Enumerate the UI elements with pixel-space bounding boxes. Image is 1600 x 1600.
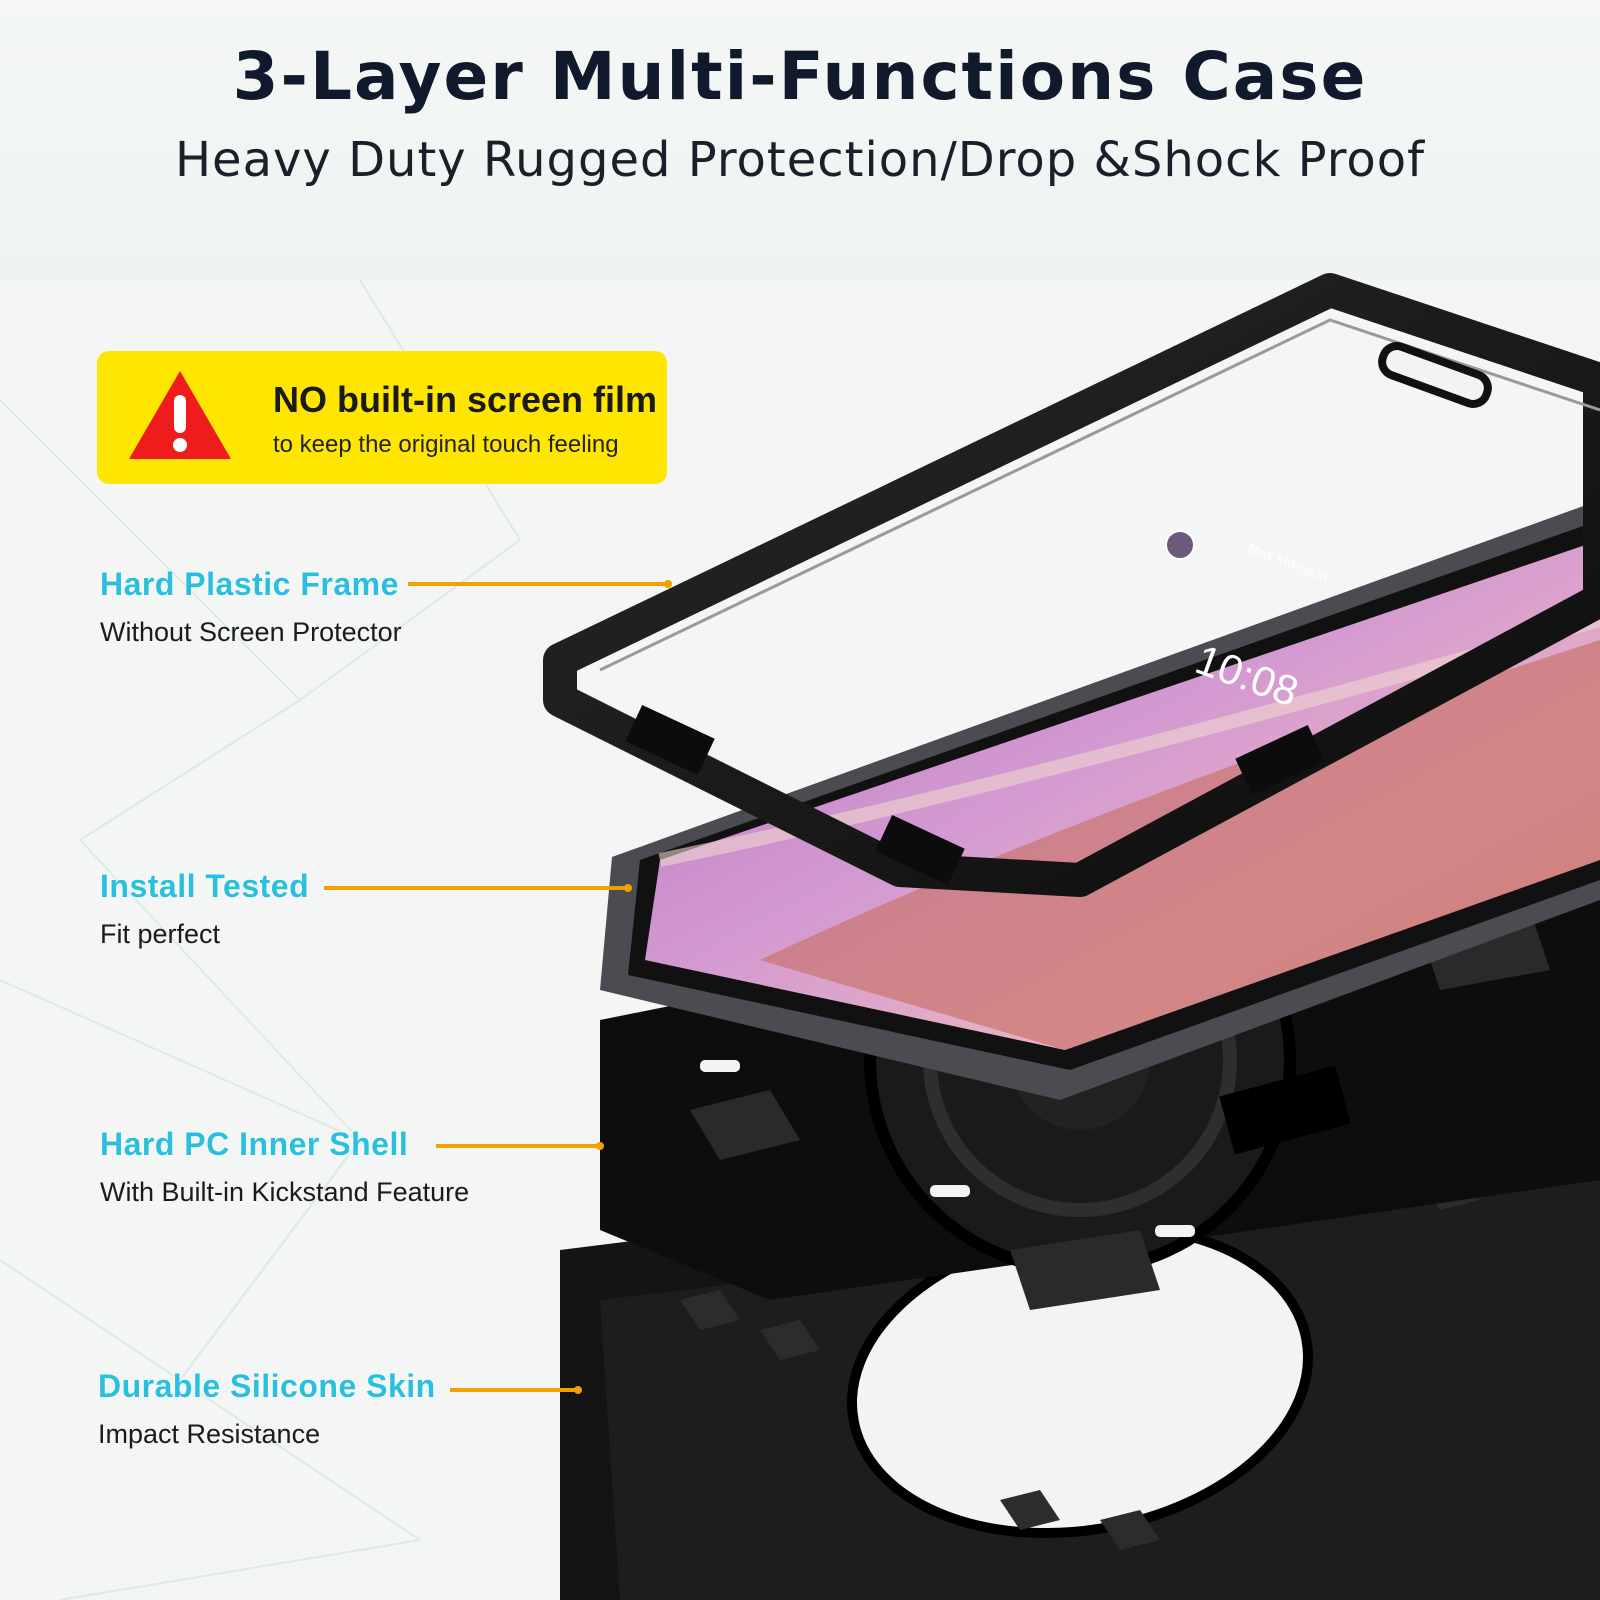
callout-silicone-skin: Durable Silicone Skin Impact Resistance [98, 1368, 436, 1450]
tablet-device: 10:08 Max Morrison [600, 500, 1600, 1100]
tablet-user-name: Max Morrison [1246, 540, 1331, 584]
callout-title: Durable Silicone Skin [98, 1368, 436, 1404]
hard-plastic-frame-layer [543, 273, 1600, 897]
callout-pc-inner-shell: Hard PC Inner Shell With Built-in Kickst… [100, 1126, 469, 1208]
warning-title: NO built-in screen film [273, 379, 658, 420]
warning-triangle-icon [129, 371, 231, 459]
callout-title: Hard PC Inner Shell [100, 1126, 409, 1162]
warning-subtitle: to keep the original touch feeling [273, 431, 619, 458]
leader-line-frame [408, 580, 672, 588]
header-banner: 3-Layer Multi-Functions Case Heavy Duty … [0, 0, 1600, 280]
callout-title: Install Tested [100, 868, 310, 904]
leader-line-skin [450, 1386, 582, 1394]
callout-description: Fit perfect [100, 919, 221, 949]
callout-hard-plastic-frame: Hard Plastic Frame Without Screen Protec… [100, 566, 402, 648]
callout-title: Hard Plastic Frame [100, 566, 399, 602]
leader-line-shell [436, 1142, 604, 1150]
leader-line-tablet [324, 884, 632, 892]
callout-description: Without Screen Protector [100, 617, 402, 647]
page-title: 3-Layer Multi-Functions Case [232, 38, 1368, 115]
warning-banner: NO built-in screen film to keep the orig… [97, 351, 667, 484]
background-network-pattern [0, 280, 521, 1600]
callout-description: With Built-in Kickstand Feature [100, 1177, 470, 1207]
callout-description: Impact Resistance [98, 1419, 321, 1449]
callout-install-tested: Install Tested Fit perfect [100, 868, 309, 950]
page-subtitle: Heavy Duty Rugged Protection/Drop &Shock… [174, 132, 1426, 188]
